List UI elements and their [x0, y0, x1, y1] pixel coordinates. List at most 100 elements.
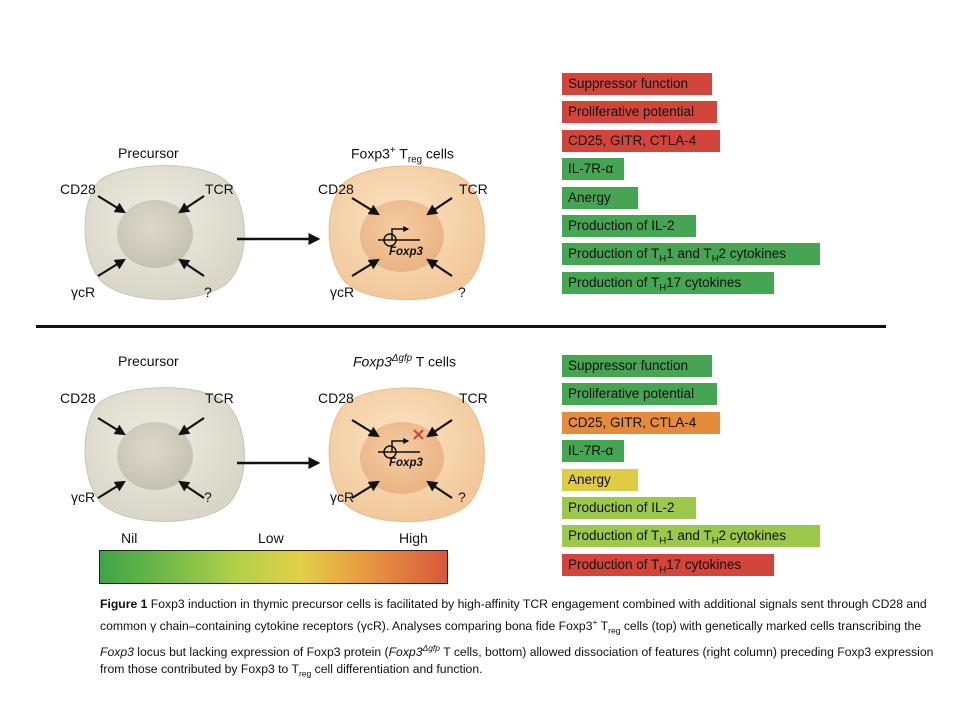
feature-bar: Anergy: [562, 468, 638, 491]
caption-part: T: [597, 618, 609, 633]
feature-label: H: [711, 254, 719, 266]
bottom-delta-title-end: T cells: [412, 353, 456, 370]
feature-label: H: [659, 564, 667, 576]
bottom-precursor-arrows: [97, 417, 205, 499]
top-precursor-unknown-label: ?: [204, 284, 212, 300]
feature-label: H: [659, 282, 667, 294]
feature-bar: Suppressor function: [562, 355, 712, 377]
feature-label: 1 and T: [666, 246, 712, 262]
bottom-delta-gcr-label: γcR: [330, 489, 355, 505]
caption-part: Foxp3: [388, 644, 423, 659]
scale-high-label: High: [399, 530, 428, 546]
caption-part: +: [592, 616, 598, 627]
top-treg-title-sub: reg: [407, 154, 423, 166]
bottom-delta-cd28-label: CD28: [318, 390, 354, 406]
caption-part: reg: [298, 668, 312, 679]
top-treg-tcr-label: TCR: [459, 181, 488, 197]
top-precursor-gcr-label: γcR: [71, 284, 96, 300]
feature-label: Production of IL-2: [568, 500, 675, 515]
figure-caption: Figure 1 Foxp3 induction in thymic precu…: [100, 596, 940, 683]
bottom-delta-gene-label: Foxp3: [389, 457, 423, 469]
scale-nil-label: Nil: [121, 530, 138, 546]
top-treg-title-main: Foxp3: [351, 145, 390, 162]
top-treg-title-t: T: [395, 145, 408, 162]
bottom-delta-title-main: Foxp3: [353, 353, 392, 370]
caption-part: cells (top) with genetically marked cell…: [620, 618, 922, 633]
top-treg-cell: [328, 165, 485, 301]
top-treg-title: Foxp3+ Treg cells: [351, 145, 454, 165]
caption-part: locus but lacking expression of Foxp3 pr…: [133, 644, 389, 659]
feature-bar: Production of IL-2: [562, 215, 696, 237]
feature-bar: IL-7R-α: [562, 440, 624, 463]
feature-label: IL-7R-α: [568, 443, 614, 459]
caption-part: chain–containing cytokine receptors (γcR…: [156, 618, 593, 633]
caption-part: Foxp3 induction in thymic precursor cell…: [100, 597, 927, 633]
feature-label: Anergy: [568, 471, 611, 487]
bottom-precursor-cell: [84, 387, 245, 522]
caption-part: cell differentiation and function.: [311, 662, 483, 677]
caption-part: Δgfp: [422, 642, 441, 653]
caption-part: T cells, bottom) allowed dissociation of…: [100, 644, 934, 677]
feature-label: 17 cytokines: [666, 556, 742, 572]
bottom-precursor-cd28-label: CD28: [60, 390, 96, 406]
top-treg-arrows: [351, 197, 453, 277]
feature-label: CD25, GITR, CTLA-4: [568, 132, 697, 148]
feature-label: Proliferative potential: [568, 386, 695, 402]
feature-bar: CD25, GITR, CTLA-4: [562, 129, 720, 152]
feature-label: IL-7R-α: [568, 161, 614, 177]
feature-bar: Proliferative potential: [562, 101, 717, 124]
bottom-delta-unknown-label: ?: [458, 489, 466, 505]
feature-bar: Production of IL-2: [562, 497, 696, 519]
bottom-delta-title-sup: Δgfp: [391, 353, 413, 364]
top-treg-gcr-label: γcR: [330, 284, 355, 300]
caption-figure-label: Figure 1: [100, 597, 148, 611]
feature-label: Suppressor function: [568, 358, 689, 373]
red-x-icon: [413, 429, 424, 440]
top-precursor-title: Precursor: [118, 145, 179, 161]
top-treg-gene-label: Foxp3: [389, 246, 423, 258]
caption-part: γ: [150, 618, 157, 633]
feature-label: Suppressor function: [568, 76, 689, 91]
bottom-precursor-title: Precursor: [118, 353, 179, 369]
feature-bar: IL-7R-α: [562, 158, 624, 181]
top-treg-title-sup: +: [389, 145, 396, 156]
bottom-delta-tcr-label: TCR: [459, 390, 488, 406]
feature-bar: Production of TH1 and TH2 cytokines: [562, 243, 820, 266]
bottom-delta-gene-symbol: [378, 438, 420, 459]
feature-label: 2 cytokines: [718, 246, 787, 262]
feature-label: Proliferative potential: [568, 104, 695, 120]
bottom-delta-arrows: [351, 419, 453, 499]
feature-label: Anergy: [568, 189, 611, 205]
feature-bar: Suppressor function: [562, 73, 712, 95]
feature-bar: Production of TH17 cytokines: [562, 271, 774, 294]
top-treg-cd28-label: CD28: [318, 181, 354, 197]
bottom-precursor-unknown-label: ?: [204, 489, 212, 505]
expression-scale-gradient: [99, 550, 448, 584]
feature-label: CD25, GITR, CTLA-4: [568, 414, 697, 430]
panel-divider: [36, 325, 886, 328]
feature-bar: CD25, GITR, CTLA-4: [562, 411, 720, 434]
feature-label: Production of IL-2: [568, 218, 675, 233]
feature-label: Production of T: [568, 528, 660, 544]
bottom-precursor-gcr-label: γcR: [71, 489, 96, 505]
top-treg-unknown-label: ?: [458, 284, 466, 300]
feature-label: 1 and T: [666, 528, 712, 544]
feature-bar: Production of TH1 and TH2 cytokines: [562, 525, 820, 548]
top-treg-title-end: cells: [422, 145, 454, 162]
bottom-delta-title: Foxp3Δgfp T cells: [353, 353, 456, 370]
scale-low-label: Low: [258, 530, 284, 546]
feature-label: 2 cytokines: [718, 528, 787, 544]
bottom-precursor-tcr-label: TCR: [205, 390, 234, 406]
feature-bar: Anergy: [562, 186, 638, 209]
caption-part: reg: [608, 625, 621, 635]
feature-label: H: [659, 254, 667, 266]
top-precursor-tcr-label: TCR: [205, 181, 234, 197]
top-precursor-arrows: [97, 195, 205, 277]
feature-label: 17 cytokines: [666, 274, 742, 290]
feature-bar: Proliferative potential: [562, 383, 717, 406]
feature-bar: Production of TH17 cytokines: [562, 553, 774, 576]
feature-label: Production of T: [568, 274, 660, 290]
feature-label: Production of T: [568, 556, 660, 572]
feature-label: Production of T: [568, 246, 660, 262]
